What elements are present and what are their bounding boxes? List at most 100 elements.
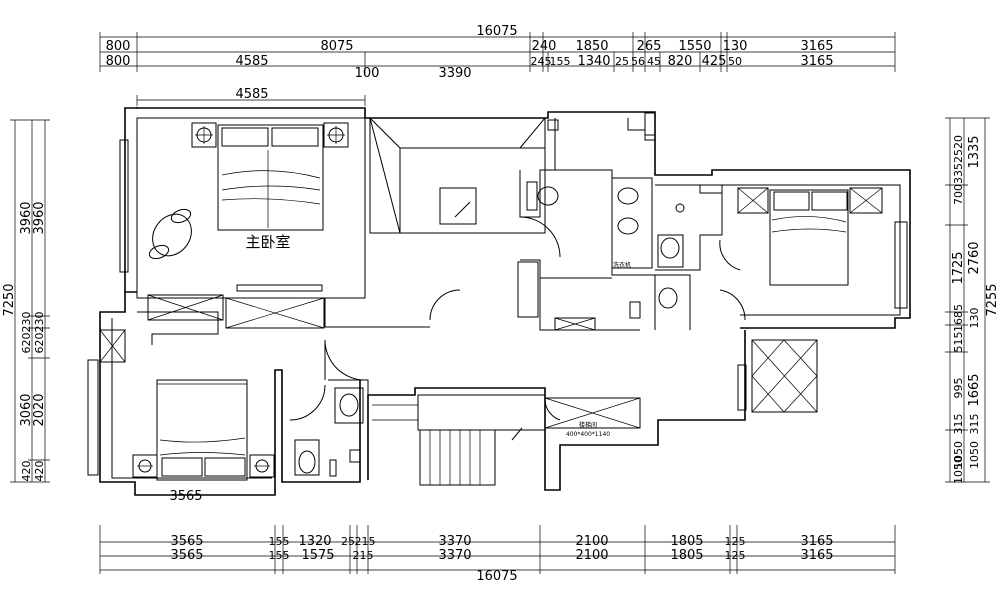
left-dimensions: 7250 3960 230 620 3060 420 3960 230 620 … bbox=[2, 119, 50, 483]
dim-right-8: 1665 bbox=[967, 373, 982, 406]
dim-top-r1-1: 800 bbox=[106, 39, 131, 54]
stair-note-title: 楼梯间 bbox=[579, 421, 597, 429]
dim-right-13: 315 bbox=[952, 414, 965, 435]
dim-right-11: 995 bbox=[952, 378, 965, 399]
dim-right-1: 1335 bbox=[967, 135, 982, 168]
dim-top-3390: 3390 bbox=[438, 66, 471, 81]
master-width-dim: 4585 bbox=[136, 87, 366, 106]
dim-top-r2-10: 425 bbox=[702, 54, 727, 69]
dim-right-total: 7255 bbox=[985, 283, 1000, 316]
dim-left-c2-4: 2020 bbox=[32, 393, 47, 426]
lower-nightstand-left-icon bbox=[132, 454, 158, 478]
dim-bot-r1-8: 1805 bbox=[670, 534, 703, 549]
right-nightstand-left-icon bbox=[737, 187, 769, 214]
dim-left-c2-2: 230 bbox=[33, 312, 46, 333]
dim-top-r2-2: 4585 bbox=[235, 54, 268, 69]
dim-top-r1-6: 1550 bbox=[678, 39, 711, 54]
nightstand-left-icon bbox=[191, 122, 217, 148]
vanity-note: 洗衣机 bbox=[613, 261, 631, 269]
master-bed-icon bbox=[217, 124, 324, 231]
walls bbox=[99, 107, 911, 496]
dim-bot-r2-5: 3370 bbox=[438, 548, 471, 563]
dim-right-7: 515 bbox=[952, 332, 965, 353]
right-bed-icon bbox=[769, 189, 849, 286]
top-dimensions: 16075 800 8075 240 1850 265 1550 130 316… bbox=[99, 24, 896, 81]
dim-bot-r2-2: 155 bbox=[269, 549, 290, 562]
lower-bathroom-fixtures bbox=[294, 387, 364, 477]
dim-bot-r1-5: 215 bbox=[355, 535, 376, 548]
dim-top-r1-3: 240 bbox=[532, 39, 557, 54]
dim-top-r2-8: 45 bbox=[647, 55, 661, 68]
stair-shaft-box: 楼梯间 400*400*1140 bbox=[544, 397, 641, 438]
door-swings bbox=[289, 216, 746, 421]
dim-room-width: 4585 bbox=[235, 87, 268, 102]
dim-bot-r2-4: 215 bbox=[353, 549, 374, 562]
nightstand-right-icon bbox=[323, 122, 349, 148]
dim-left-c2-3: 620 bbox=[33, 333, 46, 354]
dim-right-4: 2760 bbox=[967, 241, 982, 274]
dim-right-12: 1050 bbox=[968, 441, 981, 469]
dim-right-14: 1050 bbox=[952, 456, 965, 484]
dim-bot-r1-1: 3565 bbox=[170, 534, 203, 549]
dim-left-c1-2: 230 bbox=[20, 312, 33, 333]
dim-top-r1-7: 130 bbox=[723, 39, 748, 54]
dim-left-c1-1: 3960 bbox=[19, 201, 34, 234]
dim-right-2: 7003352520 bbox=[952, 135, 965, 205]
dim-bot-r1-9: 125 bbox=[725, 535, 746, 548]
dim-top-r2-3: 245 bbox=[531, 55, 552, 68]
dim-top-r1-4: 1850 bbox=[575, 39, 608, 54]
dim-right-3: 1725 bbox=[951, 251, 966, 284]
dim-left-c1-4: 3060 bbox=[19, 393, 34, 426]
right-lower-wardrobe bbox=[751, 339, 818, 413]
dim-left-total: 7250 bbox=[2, 283, 17, 316]
dim-bot-r2-6: 2100 bbox=[575, 548, 608, 563]
bath2-fixtures bbox=[657, 184, 723, 309]
bottom-dimensions: 3565 155 1320 25 215 3370 2100 1805 125 … bbox=[99, 525, 896, 584]
dim-left-c2-5: 420 bbox=[33, 461, 46, 482]
lower-bed-icon bbox=[156, 379, 248, 481]
master-bedroom-label: 主卧室 bbox=[245, 233, 290, 251]
dim-bot-r2-1: 3565 bbox=[170, 548, 203, 563]
dim-left-c2-1: 3960 bbox=[32, 201, 47, 234]
dim-top-r2-9: 820 bbox=[668, 54, 693, 69]
dim-top-r1-5: 265 bbox=[637, 39, 662, 54]
master-wardrobe-icon bbox=[147, 284, 325, 329]
dim-top-r2-1: 800 bbox=[106, 54, 131, 69]
dim-top-r2-7: 56 bbox=[631, 55, 645, 68]
dim-top-r1-2: 8075 bbox=[320, 39, 353, 54]
dim-top-r2-6: 25 bbox=[615, 55, 629, 68]
dim-bot-r1-6: 3370 bbox=[438, 534, 471, 549]
staircase-icon bbox=[372, 394, 546, 486]
dim-right-9: 315 bbox=[968, 414, 981, 435]
dim-bot-total: 16075 bbox=[476, 569, 517, 584]
dim-right-6: 130 bbox=[968, 308, 981, 329]
dim-bot-r2-3: 1575 bbox=[301, 548, 334, 563]
top-niche bbox=[547, 112, 656, 136]
dim-bot-r2-7: 1805 bbox=[670, 548, 703, 563]
dim-bot-r1-10: 3165 bbox=[800, 534, 833, 549]
dim-bot-r2-8: 125 bbox=[725, 549, 746, 562]
right-nightstand-right-icon bbox=[849, 187, 883, 214]
center-bath-fixtures: 洗衣机 bbox=[517, 181, 641, 331]
dim-left-c1-5: 420 bbox=[20, 461, 33, 482]
dim-top-r2-11: 50 bbox=[728, 55, 742, 68]
dim-right-5: 1685 bbox=[952, 304, 965, 332]
armchair-icon bbox=[148, 208, 192, 260]
dim-left-c1-3: 620 bbox=[20, 333, 33, 354]
dim-top-r1-8: 3165 bbox=[800, 39, 833, 54]
dim-top-r2-12: 3165 bbox=[800, 54, 833, 69]
right-dimensions: 7255 1335 7003352520 1725 2760 1685 130 … bbox=[945, 117, 1000, 484]
stair-note-sub: 400*400*1140 bbox=[566, 431, 610, 438]
dim-top-r2-4: 155 bbox=[550, 55, 571, 68]
lower-nightstand-right-icon bbox=[249, 454, 275, 478]
dim-top-100: 100 bbox=[355, 66, 380, 81]
lower-wardrobe-icon bbox=[87, 329, 126, 476]
dim-bot-r1-4: 25 bbox=[341, 535, 355, 548]
dim-top-r2-5: 1340 bbox=[577, 54, 610, 69]
dim-bot-r2-9: 3165 bbox=[800, 548, 833, 563]
dim-bot-r1-7: 2100 bbox=[575, 534, 608, 549]
dim-bot-r1-2: 155 bbox=[269, 535, 290, 548]
dim-lower-room-width: 3565 bbox=[169, 489, 202, 504]
dim-bot-r1-3: 1320 bbox=[298, 534, 331, 549]
